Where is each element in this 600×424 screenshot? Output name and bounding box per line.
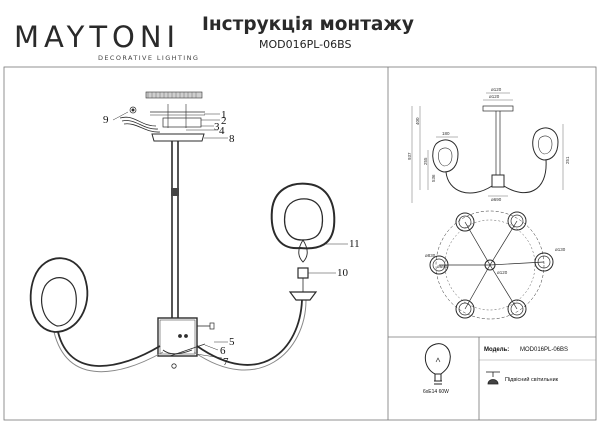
bulb-spec: 6xE14 60W <box>423 389 449 395</box>
brand-tagline: DECORATIVE LIGHTING <box>98 54 200 62</box>
callout-8: 8 <box>229 133 235 145</box>
dim-shade-width: 180 <box>442 131 450 136</box>
brand-name: MAYTONI <box>14 20 181 54</box>
model-value: MOD016PL-06BS <box>520 347 569 353</box>
callout-10: 10 <box>337 267 348 279</box>
leader-lines <box>112 111 348 359</box>
dim-top-1: ø120 <box>489 94 500 99</box>
ceiling-plate <box>145 91 203 99</box>
callout-2: 2 <box>221 115 227 127</box>
callout-11: 11 <box>349 238 360 250</box>
brand-logo: MAYTONI DECORATIVE LIGHTING <box>14 20 200 62</box>
bulb-icon <box>424 343 451 385</box>
callout-9: 9 <box>103 114 109 126</box>
callout-4: 4 <box>219 125 225 137</box>
model-label: Модель: <box>484 347 510 353</box>
callout-6: 6 <box>220 345 226 357</box>
dim-left-3: 255 <box>423 157 428 165</box>
dim-left-2: 937 <box>407 152 412 160</box>
dim-right-1: 251 <box>565 156 570 164</box>
dim-plan-1: ø830 <box>425 253 436 258</box>
dimension-lines <box>411 92 564 203</box>
page-title: Інструкція монтажу <box>202 14 414 35</box>
dim-top-2: ø120 <box>491 87 502 92</box>
model-code: MOD016PL-06BS <box>259 38 352 51</box>
dim-plan-2: ø690 <box>437 264 448 269</box>
dim-left-1: 400 <box>415 117 420 125</box>
dim-plan-3: ø130 <box>555 247 566 252</box>
dim-plan-4: ø120 <box>497 270 508 275</box>
callout-3: 3 <box>214 121 220 133</box>
plan-view <box>429 210 554 320</box>
exploded-view <box>29 91 336 373</box>
dim-left-4: 536 <box>431 174 436 182</box>
lamp-type: Підвісний світильник <box>505 377 559 383</box>
dim-bottom-width: ø690 <box>491 197 502 202</box>
outer-frame <box>3 66 597 421</box>
callout-1: 1 <box>221 109 227 121</box>
callout-5: 5 <box>229 336 235 348</box>
pendant-lamp-icon <box>486 371 500 385</box>
callout-7: 7 <box>223 356 229 368</box>
elevation-view <box>432 105 559 194</box>
